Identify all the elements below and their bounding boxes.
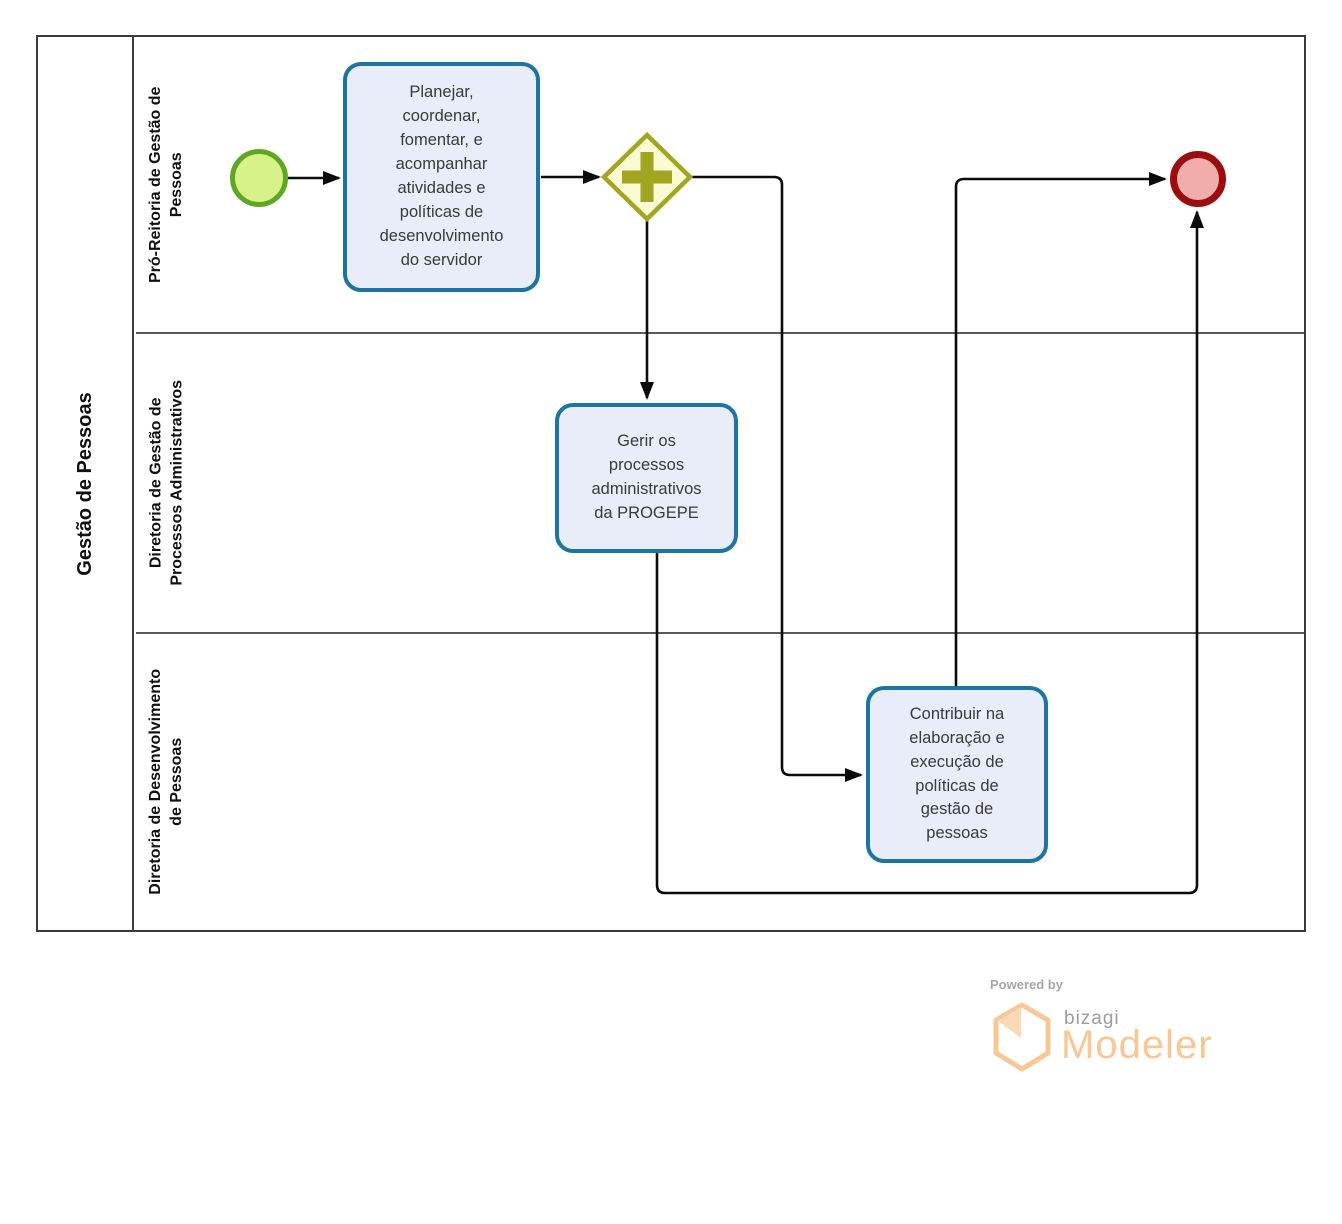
lane-label: Diretoria de Desenvolvimento de Pessoas — [147, 669, 185, 895]
pool-header: Gestão de Pessoas — [38, 37, 134, 930]
lane-label: Pró-Reitoria de Gestão de Pessoas — [147, 86, 185, 283]
bizagi-hexagon-icon — [993, 1002, 1051, 1072]
modeler-product-label: Modeler — [1061, 1023, 1213, 1067]
bizagi-modeler-branding: Powered by bizagi Modeler — [988, 975, 1248, 1085]
powered-by-label: Powered by — [990, 977, 1063, 992]
task-planejar[interactable]: Planejar, coordenar, fomentar, e acompan… — [343, 62, 540, 292]
pool-label: Gestão de Pessoas — [74, 391, 96, 576]
start-event[interactable] — [230, 149, 288, 207]
lane-label: Diretoria de Gestão de Processos Adminis… — [147, 380, 185, 586]
task-label: Contribuir na elaboração e execução de p… — [909, 704, 1005, 843]
task-label: Planejar, coordenar, fomentar, e acompan… — [379, 83, 504, 269]
lane-diretoria-processos: Diretoria de Gestão de Processos Adminis… — [136, 334, 198, 632]
end-event[interactable] — [1170, 151, 1226, 207]
task-contribuir[interactable]: Contribuir na elaboração e execução de p… — [866, 686, 1048, 863]
task-label: Gerir os processos administrativos da PR… — [591, 432, 702, 522]
lane-diretoria-desenvolvimento: Diretoria de Desenvolvimento de Pessoas — [136, 634, 198, 930]
bizagi-brand-label: bizagi — [1064, 1008, 1120, 1029]
task-gerir[interactable]: Gerir os processos administrativos da PR… — [555, 403, 738, 553]
lane-pro-reitoria: Pró-Reitoria de Gestão de Pessoas — [136, 37, 198, 332]
lane-divider — [136, 632, 1304, 634]
lane-divider — [136, 332, 1304, 334]
